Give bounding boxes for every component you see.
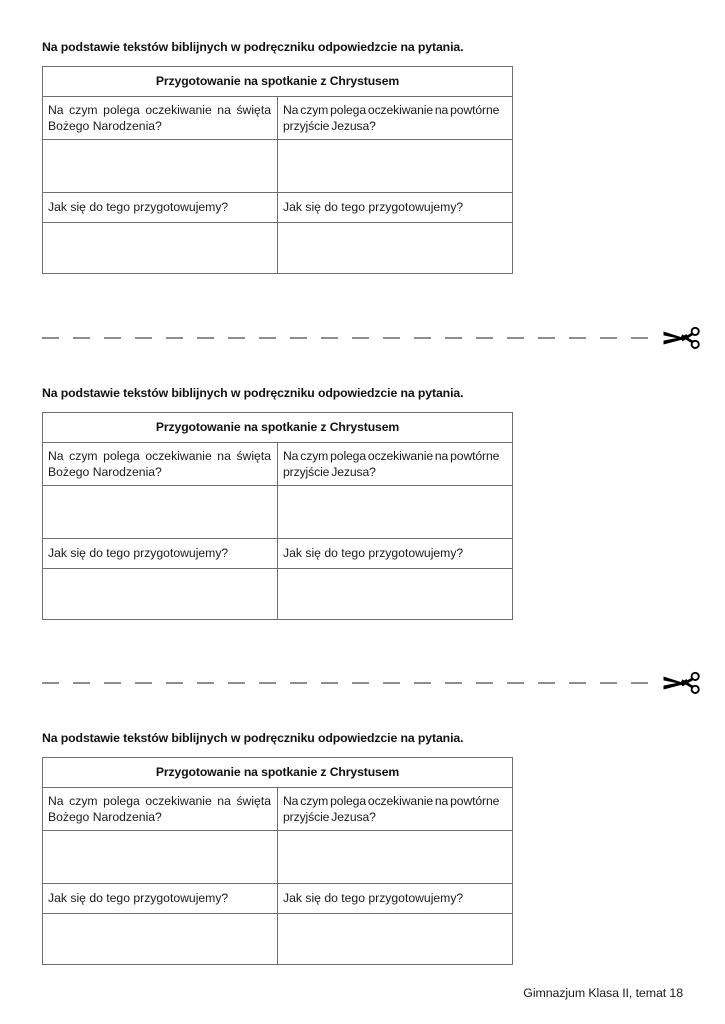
scissors-icon bbox=[662, 323, 702, 353]
table-row bbox=[42, 139, 513, 194]
table-row-title: Przygotowanie na spotkanie z Chrystusem bbox=[42, 66, 513, 97]
table-row-title: Przygotowanie na spotkanie z Chrystusem bbox=[42, 412, 513, 443]
answer-cell-left[interactable] bbox=[42, 830, 278, 885]
table-row bbox=[42, 913, 513, 966]
question-cell-right: Jak się do tego przygotowujemy? bbox=[277, 538, 513, 570]
table-row bbox=[42, 222, 513, 275]
dashed-line bbox=[42, 337, 660, 339]
block-heading: Na podstawie tekstów biblijnych w podręc… bbox=[42, 731, 464, 745]
worksheet-block-3: Na podstawie tekstów biblijnych w podręc… bbox=[42, 731, 513, 966]
answer-cell-right[interactable] bbox=[277, 830, 513, 885]
question-cell-right: Na czym polega oczekiwanie na powtórne p… bbox=[277, 786, 513, 832]
dashed-line bbox=[42, 682, 660, 684]
question-cell-left: Na czym polega oczekiwanie na święta Boż… bbox=[42, 95, 278, 141]
question-cell-right: Jak się do tego przygotowujemy? bbox=[277, 883, 513, 915]
answer-cell-left[interactable] bbox=[42, 485, 278, 540]
table-row: Jak się do tego przygotowujemy? Jak się … bbox=[42, 192, 513, 224]
table-title-cell: Przygotowanie na spotkanie z Chrystusem bbox=[42, 757, 513, 788]
table-row: Na czym polega oczekiwanie na święta Boż… bbox=[42, 441, 513, 487]
table-row bbox=[42, 830, 513, 885]
table-row: Jak się do tego przygotowujemy? Jak się … bbox=[42, 883, 513, 915]
question-cell-right: Jak się do tego przygotowujemy? bbox=[277, 192, 513, 224]
question-cell-right: Na czym polega oczekiwanie na powtórne p… bbox=[277, 95, 513, 141]
question-cell-right: Na czym polega oczekiwanie na powtórne p… bbox=[277, 441, 513, 487]
answer-cell-right[interactable] bbox=[277, 139, 513, 194]
question-cell-left: Jak się do tego przygotowujemy? bbox=[42, 883, 278, 915]
table-row-title: Przygotowanie na spotkanie z Chrystusem bbox=[42, 757, 513, 788]
answer-cell-right[interactable] bbox=[277, 913, 513, 966]
scissors-icon bbox=[662, 668, 702, 698]
question-cell-left: Jak się do tego przygotowujemy? bbox=[42, 192, 278, 224]
question-cell-left: Na czym polega oczekiwanie na święta Boż… bbox=[42, 786, 278, 832]
question-cell-left: Jak się do tego przygotowujemy? bbox=[42, 538, 278, 570]
answer-cell-right[interactable] bbox=[277, 568, 513, 621]
block-heading: Na podstawie tekstów biblijnych w podręc… bbox=[42, 40, 464, 54]
worksheet-table: Przygotowanie na spotkanie z Chrystusem … bbox=[42, 757, 513, 966]
answer-cell-left[interactable] bbox=[42, 568, 278, 621]
worksheet-block-1: Na podstawie tekstów biblijnych w podręc… bbox=[42, 40, 513, 275]
table-row bbox=[42, 568, 513, 621]
cut-line-1 bbox=[42, 326, 702, 349]
answer-cell-right[interactable] bbox=[277, 222, 513, 275]
worksheet-table: Przygotowanie na spotkanie z Chrystusem … bbox=[42, 412, 513, 621]
table-row: Na czym polega oczekiwanie na święta Boż… bbox=[42, 95, 513, 141]
worksheet-block-2: Na podstawie tekstów biblijnych w podręc… bbox=[42, 386, 513, 621]
block-heading: Na podstawie tekstów biblijnych w podręc… bbox=[42, 386, 464, 400]
table-title-cell: Przygotowanie na spotkanie z Chrystusem bbox=[42, 412, 513, 443]
table-title-cell: Przygotowanie na spotkanie z Chrystusem bbox=[42, 66, 513, 97]
table-row: Jak się do tego przygotowujemy? Jak się … bbox=[42, 538, 513, 570]
question-cell-left: Na czym polega oczekiwanie na święta Boż… bbox=[42, 441, 278, 487]
answer-cell-right[interactable] bbox=[277, 485, 513, 540]
answer-cell-left[interactable] bbox=[42, 139, 278, 194]
page-footer: Gimnazjum Klasa II, temat 18 bbox=[523, 986, 683, 1000]
worksheet-table: Przygotowanie na spotkanie z Chrystusem … bbox=[42, 66, 513, 275]
answer-cell-left[interactable] bbox=[42, 913, 278, 966]
cut-line-2 bbox=[42, 671, 702, 694]
answer-cell-left[interactable] bbox=[42, 222, 278, 275]
table-row: Na czym polega oczekiwanie na święta Boż… bbox=[42, 786, 513, 832]
table-row bbox=[42, 485, 513, 540]
